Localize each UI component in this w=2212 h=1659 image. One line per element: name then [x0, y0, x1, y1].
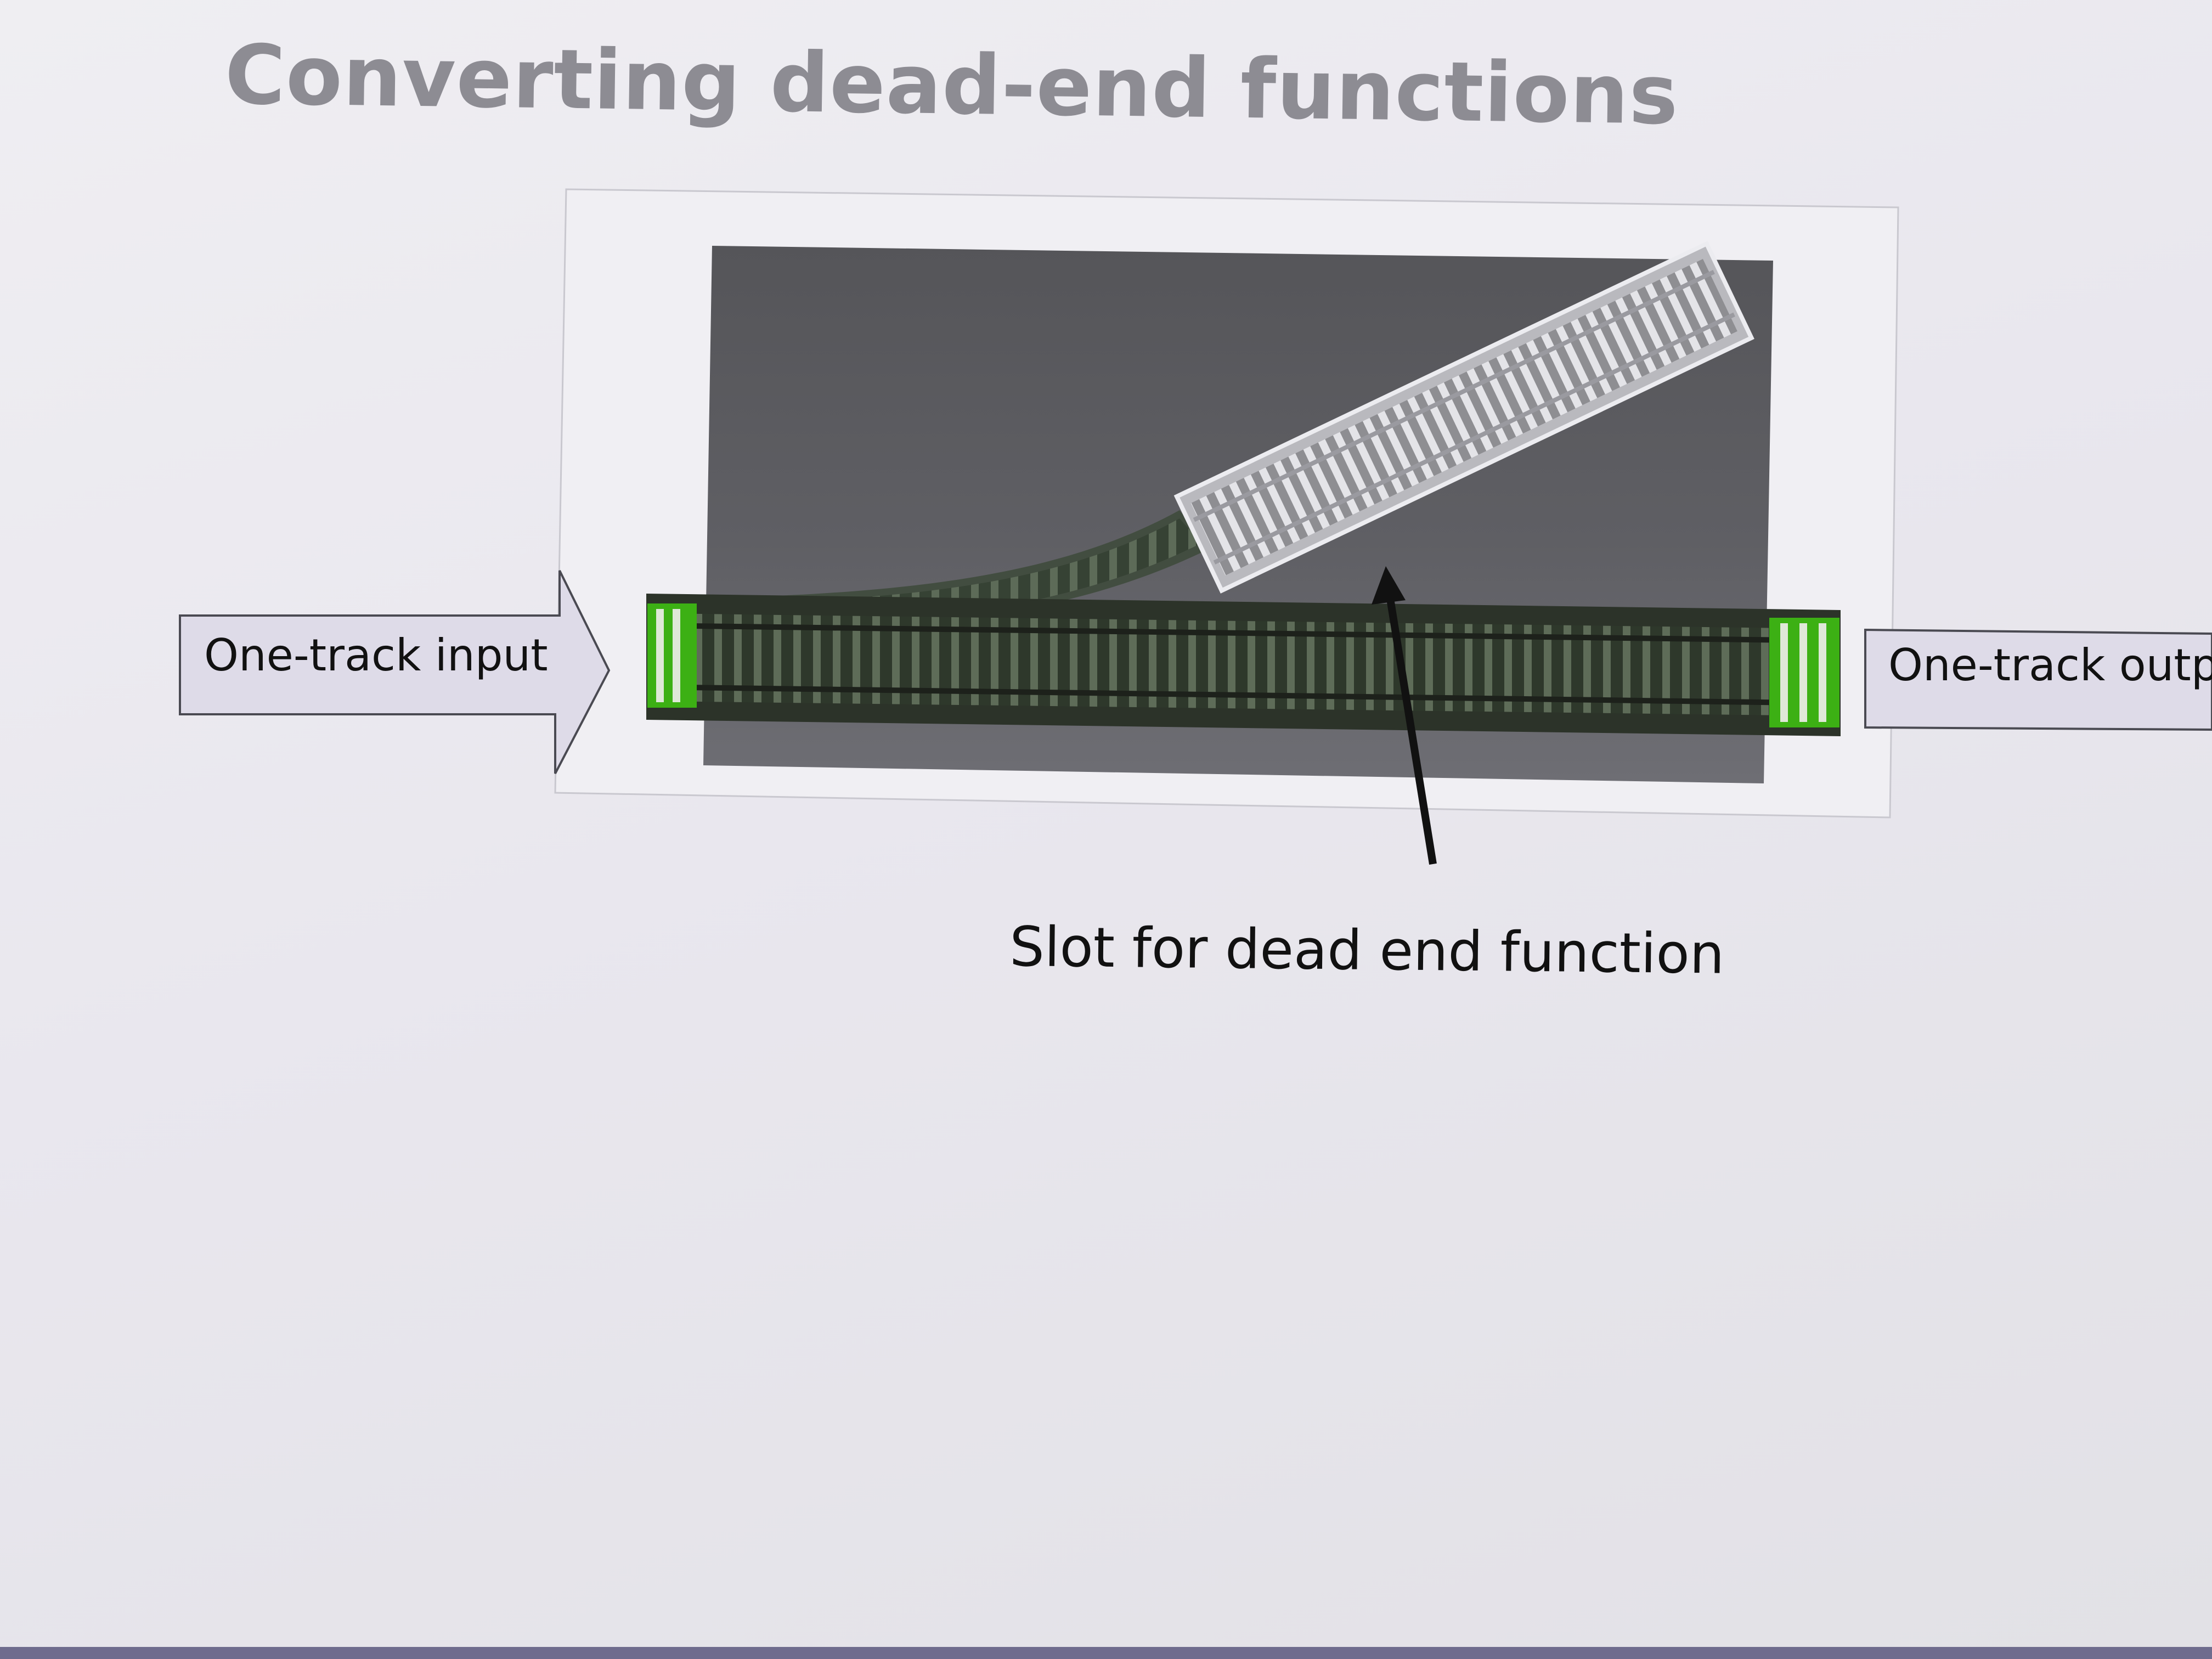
- input-track-end: [647, 603, 697, 708]
- input-arrow: [179, 570, 611, 774]
- slot-pointer-arrowhead: [1372, 566, 1406, 605]
- slot-label: Slot for dead end function: [1009, 915, 1725, 986]
- slot-track: [1173, 241, 1754, 594]
- input-label: One-track input: [204, 630, 548, 681]
- main-track: [646, 594, 1841, 736]
- output-box: [1864, 628, 2212, 731]
- bottom-bar: [0, 1647, 2212, 1659]
- output-label: One-track outpu: [1888, 640, 2212, 691]
- slot-pointer-line: [1386, 594, 1437, 865]
